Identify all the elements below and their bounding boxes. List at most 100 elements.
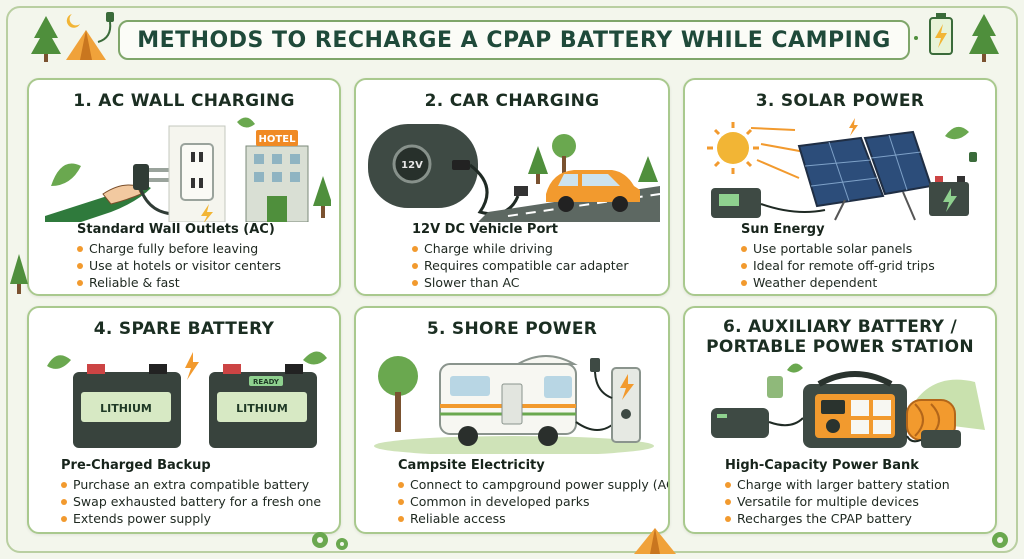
bullet-dot xyxy=(725,516,731,522)
battery-icon xyxy=(929,13,953,55)
header-left-decor xyxy=(31,12,114,62)
bullet-list: Charge with larger battery station Versa… xyxy=(725,476,950,527)
bullet-dot xyxy=(741,246,747,252)
bullet-dot xyxy=(61,482,67,488)
bullet-dot xyxy=(77,280,83,286)
tent-icon xyxy=(66,30,106,60)
gear-icon xyxy=(992,532,1008,548)
leaf-icon xyxy=(945,126,969,140)
lightning-icon xyxy=(620,374,634,400)
bullet-list: Use portable solar panels Ideal for remo… xyxy=(741,240,935,291)
list-item: Reliable access xyxy=(398,510,668,527)
tent-icon xyxy=(634,528,676,554)
bullet-dot xyxy=(741,280,747,286)
battery-ready-text: READY xyxy=(253,378,280,386)
bullet-dot xyxy=(725,499,731,505)
card-auxiliary-battery: 6. AUXILIARY BATTERY / PORTABLE POWER ST… xyxy=(683,306,997,534)
lightning-icon xyxy=(849,118,858,136)
leaf-icon xyxy=(787,363,803,373)
tree-icon xyxy=(313,176,331,218)
list-item: Use portable solar panels xyxy=(741,240,935,257)
card-subtitle: Sun Energy xyxy=(741,222,825,237)
tree-icon xyxy=(31,16,61,62)
lightning-icon xyxy=(185,352,199,380)
shore-power-illustration xyxy=(374,355,654,454)
battery-label-text: LITHIUM xyxy=(100,402,152,415)
bullet-list: Connect to campground power supply (AC) … xyxy=(398,476,668,527)
bullet-list: Charge fully before leaving Use at hotel… xyxy=(77,240,281,291)
card-title: 3. SOLAR POWER xyxy=(755,91,925,111)
header: METHODS TO RECHARGE A CPAP BATTERY WHILE… xyxy=(0,8,1024,70)
leaf-icon xyxy=(51,163,81,186)
list-item: Requires compatible car adapter xyxy=(412,257,629,274)
plug-icon xyxy=(969,152,977,162)
card-subtitle: Standard Wall Outlets (AC) xyxy=(77,222,275,237)
bullet-dot xyxy=(412,263,418,269)
car-icon xyxy=(546,170,640,212)
bullet-dot xyxy=(398,482,404,488)
bullet-list: Charge while driving Requires compatible… xyxy=(412,240,629,291)
card-subtitle: 12V DC Vehicle Port xyxy=(412,222,559,237)
bullet-dot xyxy=(77,263,83,269)
list-item: Recharges the CPAP battery xyxy=(725,510,950,527)
card-title: 4. SPARE BATTERY xyxy=(93,319,275,339)
battery-icon: LITHIUM xyxy=(73,364,181,448)
card-subtitle: Pre-Charged Backup xyxy=(61,458,211,473)
card-shore-power: 5. SHORE POWER Campsite Electricity Conn… xyxy=(354,306,670,534)
bullet-dot xyxy=(412,280,418,286)
bottom-tent-decor xyxy=(634,528,676,554)
bullet-dot xyxy=(398,516,404,522)
gear-icon xyxy=(312,532,348,550)
card-subtitle: Campsite Electricity xyxy=(398,458,545,473)
bullet-dot xyxy=(61,516,67,522)
port-label-text: 12V xyxy=(401,160,423,171)
leaf-icon xyxy=(47,355,71,369)
bottom-right-gears xyxy=(992,532,1008,548)
bottom-decor xyxy=(312,532,348,550)
plug-icon xyxy=(590,358,613,399)
list-item: Charge while driving xyxy=(412,240,629,257)
tree-icon xyxy=(10,254,28,294)
lightning-icon xyxy=(201,204,213,222)
list-item: Purchase an extra compatible battery xyxy=(61,476,321,493)
bullet-dot xyxy=(412,246,418,252)
card-spare-battery: 4. SPARE BATTERY LITHIUM READY LITHIUM P… xyxy=(27,306,341,534)
tree-icon xyxy=(638,156,658,182)
list-item: Ideal for remote off-grid trips xyxy=(741,257,935,274)
list-item: Reliable & fast xyxy=(77,274,281,291)
leaf-icon xyxy=(303,351,327,365)
list-item: Weather dependent xyxy=(741,274,935,291)
moon-icon xyxy=(66,14,80,28)
list-item: Swap exhausted battery for a fresh one xyxy=(61,493,321,510)
list-item: Use at hotels or visitor centers xyxy=(77,257,281,274)
lightning-icon xyxy=(943,188,957,212)
bullet-dot xyxy=(741,263,747,269)
list-item: Connect to campground power supply (AC) xyxy=(398,476,668,493)
tree-icon xyxy=(528,146,548,184)
header-right-decor xyxy=(914,13,999,62)
left-edge-trees xyxy=(10,254,28,294)
page-title: METHODS TO RECHARGE A CPAP BATTERY WHILE… xyxy=(137,27,891,53)
power-station-icon xyxy=(803,371,907,448)
card-solar-power: 3. SOLAR POWER Sun Energy Use xyxy=(683,78,997,296)
card-car-charging: 2. CAR CHARGING 12V 12V DC Vehicle Port … xyxy=(354,78,670,296)
list-item: Slower than AC xyxy=(412,274,629,291)
sun-icon xyxy=(707,122,759,174)
power-station-illustration xyxy=(711,363,985,448)
list-item: Versatile for multiple devices xyxy=(725,493,950,510)
hotel-sign-text: HOTEL xyxy=(259,134,297,145)
card-ac-wall-charging: 1. AC WALL CHARGING HOTEL Standard Wall … xyxy=(27,78,341,296)
bullet-list: Purchase an extra compatible battery Swa… xyxy=(61,476,321,527)
car-charging-illustration: 12V xyxy=(368,124,660,222)
card-title: 5. SHORE POWER xyxy=(426,319,598,339)
list-item: Extends power supply xyxy=(61,510,321,527)
list-item: Charge fully before leaving xyxy=(77,240,281,257)
tree-icon xyxy=(969,14,999,62)
card-subtitle: High-Capacity Power Bank xyxy=(725,458,919,473)
bullet-dot xyxy=(398,499,404,505)
card-title-line-1: 6. AUXILIARY BATTERY / xyxy=(723,317,957,337)
plug-icon xyxy=(97,12,114,43)
card-title-line-2: PORTABLE POWER STATION xyxy=(706,337,974,357)
card-title: 1. AC WALL CHARGING xyxy=(73,91,295,111)
list-item: Common in developed parks xyxy=(398,493,668,510)
